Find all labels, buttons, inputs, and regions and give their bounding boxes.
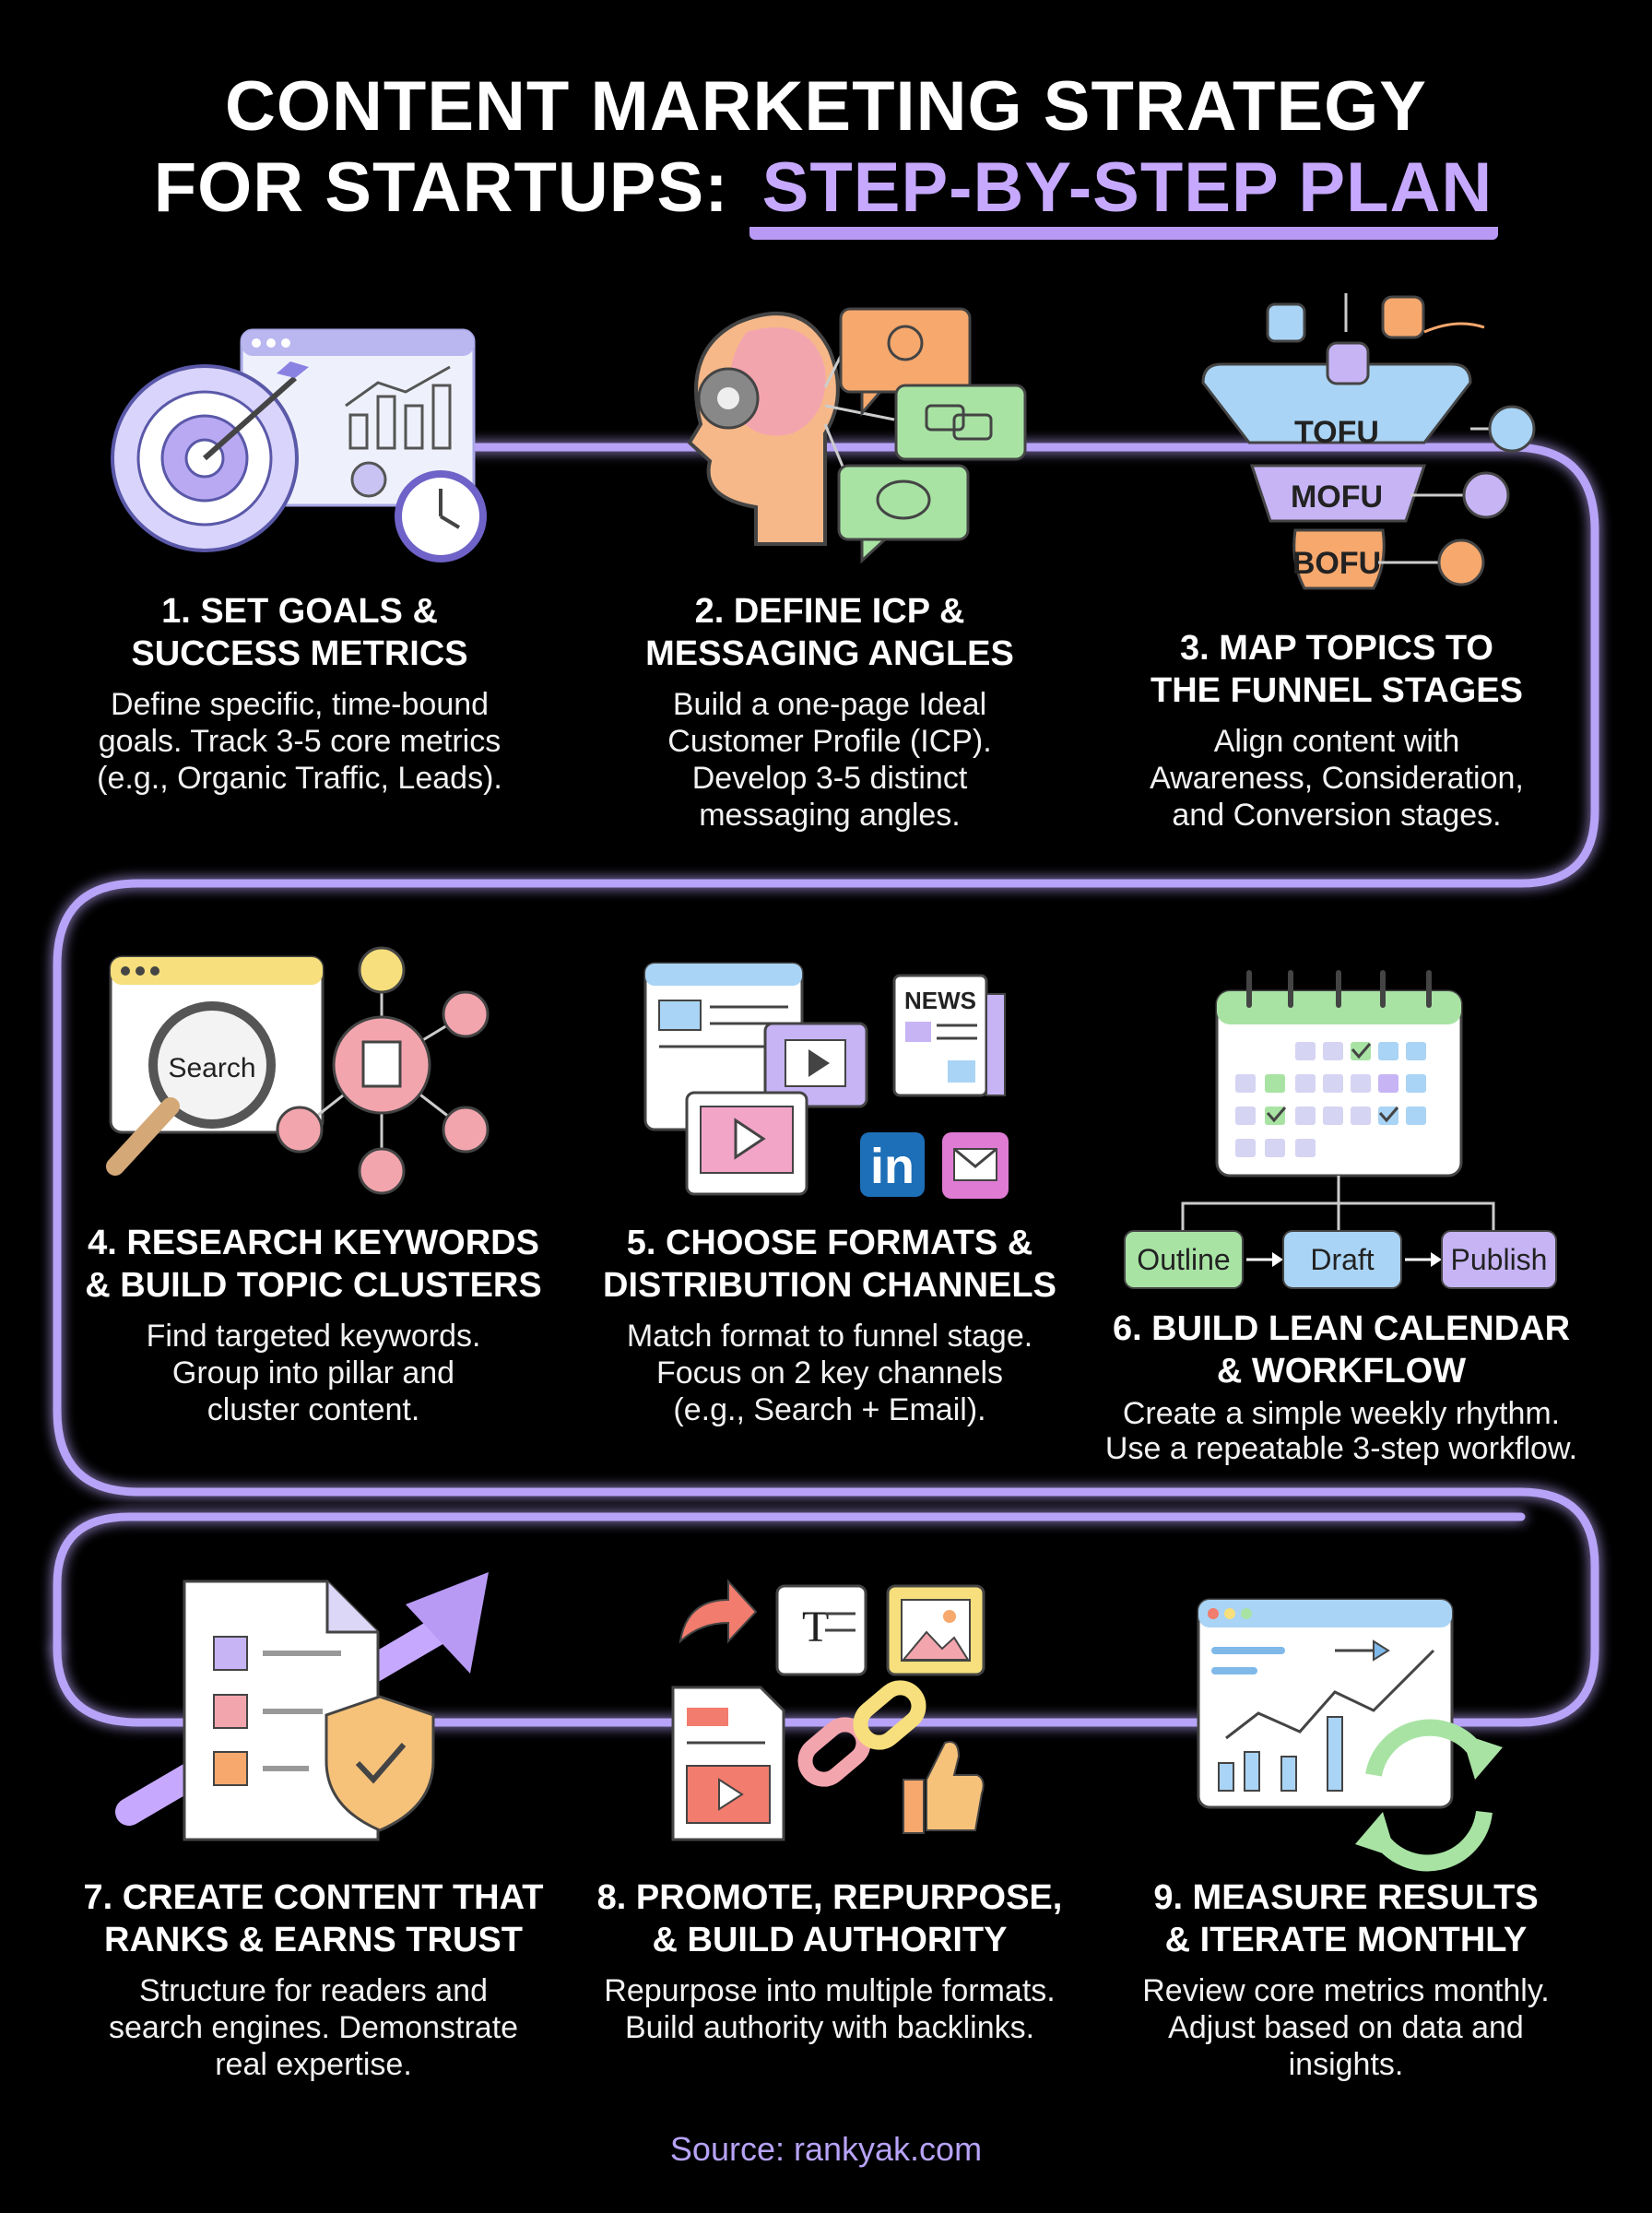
step2-icon-group xyxy=(687,307,1027,564)
step-2: 2. DEFINE ICP & MESSAGING ANGLES Build a… xyxy=(572,590,1088,834)
document-text-label: T xyxy=(802,1603,829,1651)
step-8-title: 8. PROMOTE, REPURPOSE, & BUILD AUTHORITY xyxy=(596,1878,1063,1959)
step-4-title: 4. RESEARCH KEYWORDS & BUILD TOPIC CLUST… xyxy=(85,1224,542,1305)
workflow-publish: Publish xyxy=(1451,1243,1548,1276)
step-6-description: Create a simple weekly rhythm. Use a rep… xyxy=(1104,1396,1578,1466)
step-8: 8. PROMOTE, REPURPOSE, & BUILD AUTHORITY… xyxy=(572,1876,1088,2046)
link-icon xyxy=(797,1680,926,1787)
flow-path-lower-loop xyxy=(53,1512,1526,1653)
step-2-title: 2. DEFINE ICP & MESSAGING ANGLES xyxy=(645,592,1014,673)
checkmark-icon xyxy=(1378,1106,1399,1123)
step-8-description: Repurpose into multiple formats. Build a… xyxy=(604,1973,1056,2045)
step-4-description: Find targeted keywords. Group into pilla… xyxy=(146,1319,481,1427)
newspaper-icon: NEWS xyxy=(892,974,1006,1097)
analytics-window-icon xyxy=(1197,1598,1454,1809)
step-3-title: 3. MAP TOPICS TO THE FUNNEL STAGES xyxy=(1150,629,1523,710)
page-title: CONTENT MARKETING STRATEGY FOR STARTUPS:… xyxy=(0,66,1652,240)
funnel-tofu-label: TOFU xyxy=(1294,415,1379,450)
thumbs-up-icon xyxy=(903,1741,985,1834)
step-6-title: 6. BUILD LEAN CALENDAR & WORKFLOW xyxy=(1112,1309,1571,1391)
step-6: 6. BUILD LEAN CALENDAR & WORKFLOW Create… xyxy=(1079,1308,1604,1466)
linkedin-icon: in xyxy=(860,1132,925,1197)
pillar-icon xyxy=(299,982,466,1171)
target-icon xyxy=(111,361,309,552)
workflow-row: Outline Draft Publish xyxy=(1124,1230,1557,1289)
source-credit: Source: rankyak.com xyxy=(669,2130,983,2168)
step8-icon-group: T xyxy=(671,1579,985,1841)
step-7: 7. CREATE CONTENT THAT RANKS & EARNS TRU… xyxy=(55,1876,572,2083)
title-line-2-prefix: FOR STARTUPS: xyxy=(153,148,729,227)
head-gear-icon xyxy=(687,312,840,546)
step-9: 9. MEASURE RESULTS & ITERATE MONTHLY Rev… xyxy=(1097,1876,1595,2083)
search-icon: Search xyxy=(106,1001,276,1176)
step-3: 3. MAP TOPICS TO THE FUNNEL STAGES Align… xyxy=(1088,627,1586,834)
clock-icon xyxy=(395,470,487,562)
title-line-1: CONTENT MARKETING STRATEGY xyxy=(225,67,1427,146)
step5-icon-group: NEWS in xyxy=(643,962,1009,1199)
title-line-2: FOR STARTUPS: STEP-BY-STEP PLAN xyxy=(0,148,1652,240)
funnel-mofu-label: MOFU xyxy=(1291,479,1383,515)
title-highlight: STEP-BY-STEP PLAN xyxy=(749,148,1499,240)
workflow-outline: Outline xyxy=(1137,1243,1230,1276)
calendar-icon xyxy=(1181,970,1495,1231)
step4-icon-group: Search xyxy=(106,946,490,1195)
news-label: NEWS xyxy=(904,987,976,1014)
funnel-icon: TOFU MOFU BOFU xyxy=(1201,293,1536,590)
step-2-description: Build a one-page Ideal Customer Profile … xyxy=(667,687,992,833)
email-icon xyxy=(942,1132,1009,1199)
workflow-draft: Draft xyxy=(1310,1243,1374,1276)
step-5-title: 5. CHOOSE FORMATS & DISTRIBUTION CHANNEL… xyxy=(603,1224,1056,1305)
step-3-description: Align content with Awareness, Considerat… xyxy=(1150,724,1524,833)
chat-bubble-icon xyxy=(837,307,1027,564)
step-4: 4. RESEARCH KEYWORDS & BUILD TOPIC CLUST… xyxy=(55,1222,572,1428)
network-node-icon xyxy=(276,946,490,1195)
step-5-description: Match format to funnel stage. Focus on 2… xyxy=(626,1319,1033,1427)
step-9-title: 9. MEASURE RESULTS & ITERATE MONTHLY xyxy=(1153,1878,1539,1959)
step-5: 5. CHOOSE FORMATS & DISTRIBUTION CHANNEL… xyxy=(572,1222,1088,1428)
step-1-title: 1. SET GOALS & SUCCESS METRICS xyxy=(131,592,468,673)
step-1: 1. SET GOALS & SUCCESS METRICS Define sp… xyxy=(37,590,562,797)
image-icon xyxy=(886,1584,985,1676)
step1-icon-group xyxy=(111,328,487,562)
funnel-bofu-label: BOFU xyxy=(1292,546,1381,581)
step-9-description: Review core metrics monthly. Adjust base… xyxy=(1142,1973,1550,2082)
search-label: Search xyxy=(168,1053,255,1083)
step-7-title: 7. CREATE CONTENT THAT RANKS & EARNS TRU… xyxy=(83,1878,544,1959)
linkedin-label: in xyxy=(870,1139,914,1194)
step-1-description: Define specific, time-bound goals. Track… xyxy=(97,687,502,796)
shield-check-icon xyxy=(324,1695,435,1832)
step-7-description: Structure for readers and search engines… xyxy=(108,1973,519,2082)
step7-icon-group xyxy=(115,1572,489,1841)
share-arrow-icon xyxy=(678,1579,758,1644)
video-play-icon xyxy=(685,1022,868,1196)
checkmark-icon xyxy=(1351,1043,1372,1059)
flow-path xyxy=(53,443,1599,1727)
refresh-cycle-icon xyxy=(1355,1719,1503,1872)
checkmark-icon xyxy=(1266,1106,1287,1123)
